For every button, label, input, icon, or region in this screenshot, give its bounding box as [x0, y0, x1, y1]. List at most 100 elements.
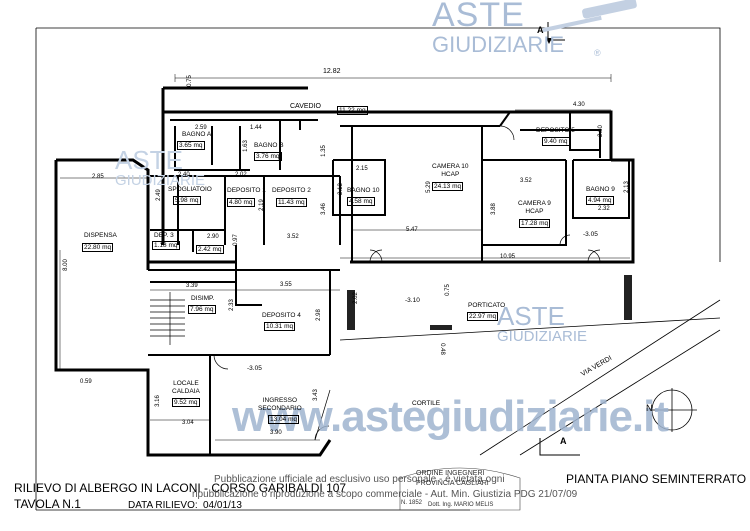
- dim-b9-v: 2.13: [623, 181, 630, 193]
- north-arrow: [648, 388, 697, 432]
- room-bagno-a-name: BAGNO A: [182, 131, 212, 138]
- watermark-brand-top-3: ASTE: [497, 301, 565, 331]
- level-3: -3.05: [247, 365, 262, 372]
- dim-v-202: 2.02: [352, 292, 359, 304]
- disclaimer-line-2: ripubblicazione o riproduzione a scopo c…: [192, 489, 578, 500]
- dim-right-v: 2.30: [597, 125, 604, 137]
- dim-b10-w: 2.15: [356, 166, 368, 172]
- stamp-line-2: PROVINCIA CAGLIARI: [416, 480, 489, 487]
- room-dispensa-name: DISPENSA: [84, 232, 117, 239]
- room-bagno10-area: 4.58 mq: [347, 197, 375, 206]
- watermark-brand-top: ASTE: [432, 0, 525, 34]
- watermark-brand-bottom-2: GIUDIZIARIE: [115, 172, 206, 189]
- dim-v-075b: 0.75: [444, 284, 451, 296]
- room-porticato-area: 22.97 mq: [467, 312, 499, 321]
- room-wc-area: 2.42 mq: [196, 245, 224, 254]
- dim-v-343: 3.43: [312, 389, 319, 401]
- dim-v-346: 3.46: [320, 203, 327, 215]
- sheet-number: TAVOLA N.1: [14, 497, 81, 511]
- dim-v-233: 2.33: [228, 299, 235, 311]
- main-title: RILIEVO DI ALBERGO IN LACONI - CORSO GAR…: [14, 481, 347, 495]
- room-bagno10-name: BAGNO 10: [347, 187, 380, 194]
- site-boundary: [35, 27, 721, 511]
- dim-v-298: 2.98: [315, 309, 322, 321]
- plan-title: PIANTA PIANO SEMINTERRATO: [566, 472, 747, 486]
- room-deposito5-name: DEPOSITO 5: [536, 127, 575, 134]
- dim-overall: 12.82: [323, 68, 341, 75]
- doors: [213, 125, 601, 441]
- section-marker-bottom-label: A: [560, 436, 567, 446]
- room-disimp-name: DISIMP.: [191, 295, 215, 302]
- dim-v-388: 3.88: [490, 203, 497, 215]
- date-value: 04/01/13: [203, 500, 242, 511]
- room-locale-caldaia-name: LOCALE CALDAIA: [172, 380, 200, 395]
- dim-disp-w: 2.85: [92, 174, 104, 180]
- room-bagno-b-area: 3.76 mq: [254, 152, 282, 161]
- watermark-registered: ®: [594, 48, 601, 58]
- room-camera9-name: CAMERA 9 HCAP: [518, 200, 551, 215]
- dim-w-390: 3.90: [270, 430, 282, 436]
- dim-bagno-a-w: 2.59: [195, 125, 207, 131]
- room-bagno-b-name: BAGNO B: [254, 142, 284, 149]
- dim-w-339: 3.39: [186, 283, 198, 289]
- room-disimp-area: 7.96 mq: [188, 305, 216, 314]
- stamp-shape: [399, 467, 521, 511]
- room-deposito2-name: DEPOSITO 2: [272, 187, 311, 194]
- room-camera10-name: CAMERA 10 HCAP: [432, 163, 469, 178]
- dim-w-1095: 10.95: [500, 254, 516, 260]
- porticato-columns: [347, 275, 632, 330]
- inner-walls: [148, 111, 630, 455]
- room-camera10-area: 24.13 mq: [432, 182, 464, 191]
- dim-v-097: 0.97: [232, 234, 239, 246]
- room-bagno-a-area: 3.65 mq: [177, 141, 205, 150]
- room-cavedio-area: 11.22 mq: [337, 106, 368, 115]
- room-deposito4-name: DEPOSITO 4: [262, 312, 301, 319]
- dim-w-048: 0.48: [438, 343, 445, 355]
- dim-w-355: 3.55: [280, 282, 292, 288]
- room-ingresso-area: 13.04 mq: [268, 415, 300, 424]
- staircase: [150, 292, 185, 345]
- watermark-logo-top: ASTE GIUDIZIARIE ®: [432, 0, 642, 81]
- dim-v-135: 1.35: [320, 145, 327, 157]
- dim-dep1-w: 2.02: [235, 172, 247, 178]
- watermark-brand-top-2: ASTE: [115, 145, 183, 175]
- room-deposito5-area: 9.40 mq: [542, 137, 570, 146]
- watermark-brand-bottom-3: GIUDIZIARIE: [497, 328, 588, 345]
- watermark-logo-mid: ASTE GIUDIZIARIE: [497, 301, 588, 345]
- dim-w-547: 5.47: [406, 227, 418, 233]
- room-cavedio-name: CAVEDIO: [290, 103, 321, 110]
- room-locale-caldaia-area: 9.52 mq: [172, 398, 200, 407]
- dim-right-top: 4.30: [573, 102, 585, 108]
- dim-top-left: 0.75: [186, 75, 193, 87]
- stamp-line-3: Dott. Ing. MARIO MELIS: [428, 502, 494, 508]
- dim-v-316: 3.16: [154, 395, 161, 407]
- dimension-lines: [59, 74, 630, 441]
- room-bagno9-area: 4.94 mq: [586, 196, 614, 205]
- room-spogliatoio-name: SPOGLIATOIO: [168, 186, 212, 193]
- dim-b9-w: 2.32: [598, 206, 610, 212]
- dim-w-059: 0.59: [80, 379, 92, 385]
- level-1: -3.05: [583, 231, 598, 238]
- stamp-number: N. 1852: [401, 500, 423, 506]
- dim-w-352: 3.52: [287, 234, 299, 240]
- dim-v-213: 2.13: [337, 183, 344, 195]
- room-porticato-name: PORTICATO: [468, 302, 506, 309]
- dim-w-304: 3.04: [182, 420, 194, 426]
- room-bagno9-name: BAGNO 9: [586, 186, 615, 193]
- room-camera9-area: 17.28 mq: [519, 219, 551, 228]
- disclaimer-line-1: Pubblicazione ufficiale ad esclusivo uso…: [214, 474, 505, 485]
- room-dep3-area: 1.18 mq: [152, 241, 180, 250]
- room-cortile-name: CORTILE: [412, 400, 441, 407]
- gavel-icon: [542, 0, 637, 33]
- section-marker-top-label: A: [537, 25, 544, 35]
- dim-c9-w: 3.52: [520, 178, 532, 184]
- north-label: N: [646, 403, 653, 413]
- engineer-stamp: ORDINE INGEGNERI PROVINCIA CAGLIARI Dott…: [396, 464, 524, 512]
- watermark-logo-left: ASTE GIUDIZIARIE: [115, 145, 206, 189]
- watermark-site-url: www.astegiudiziarie.it: [232, 392, 669, 441]
- stamp-line-1: ORDINE INGEGNERI: [416, 470, 485, 477]
- room-dep3-name: DEP. 3: [154, 232, 174, 239]
- dim-disp-h: 8.00: [62, 259, 69, 271]
